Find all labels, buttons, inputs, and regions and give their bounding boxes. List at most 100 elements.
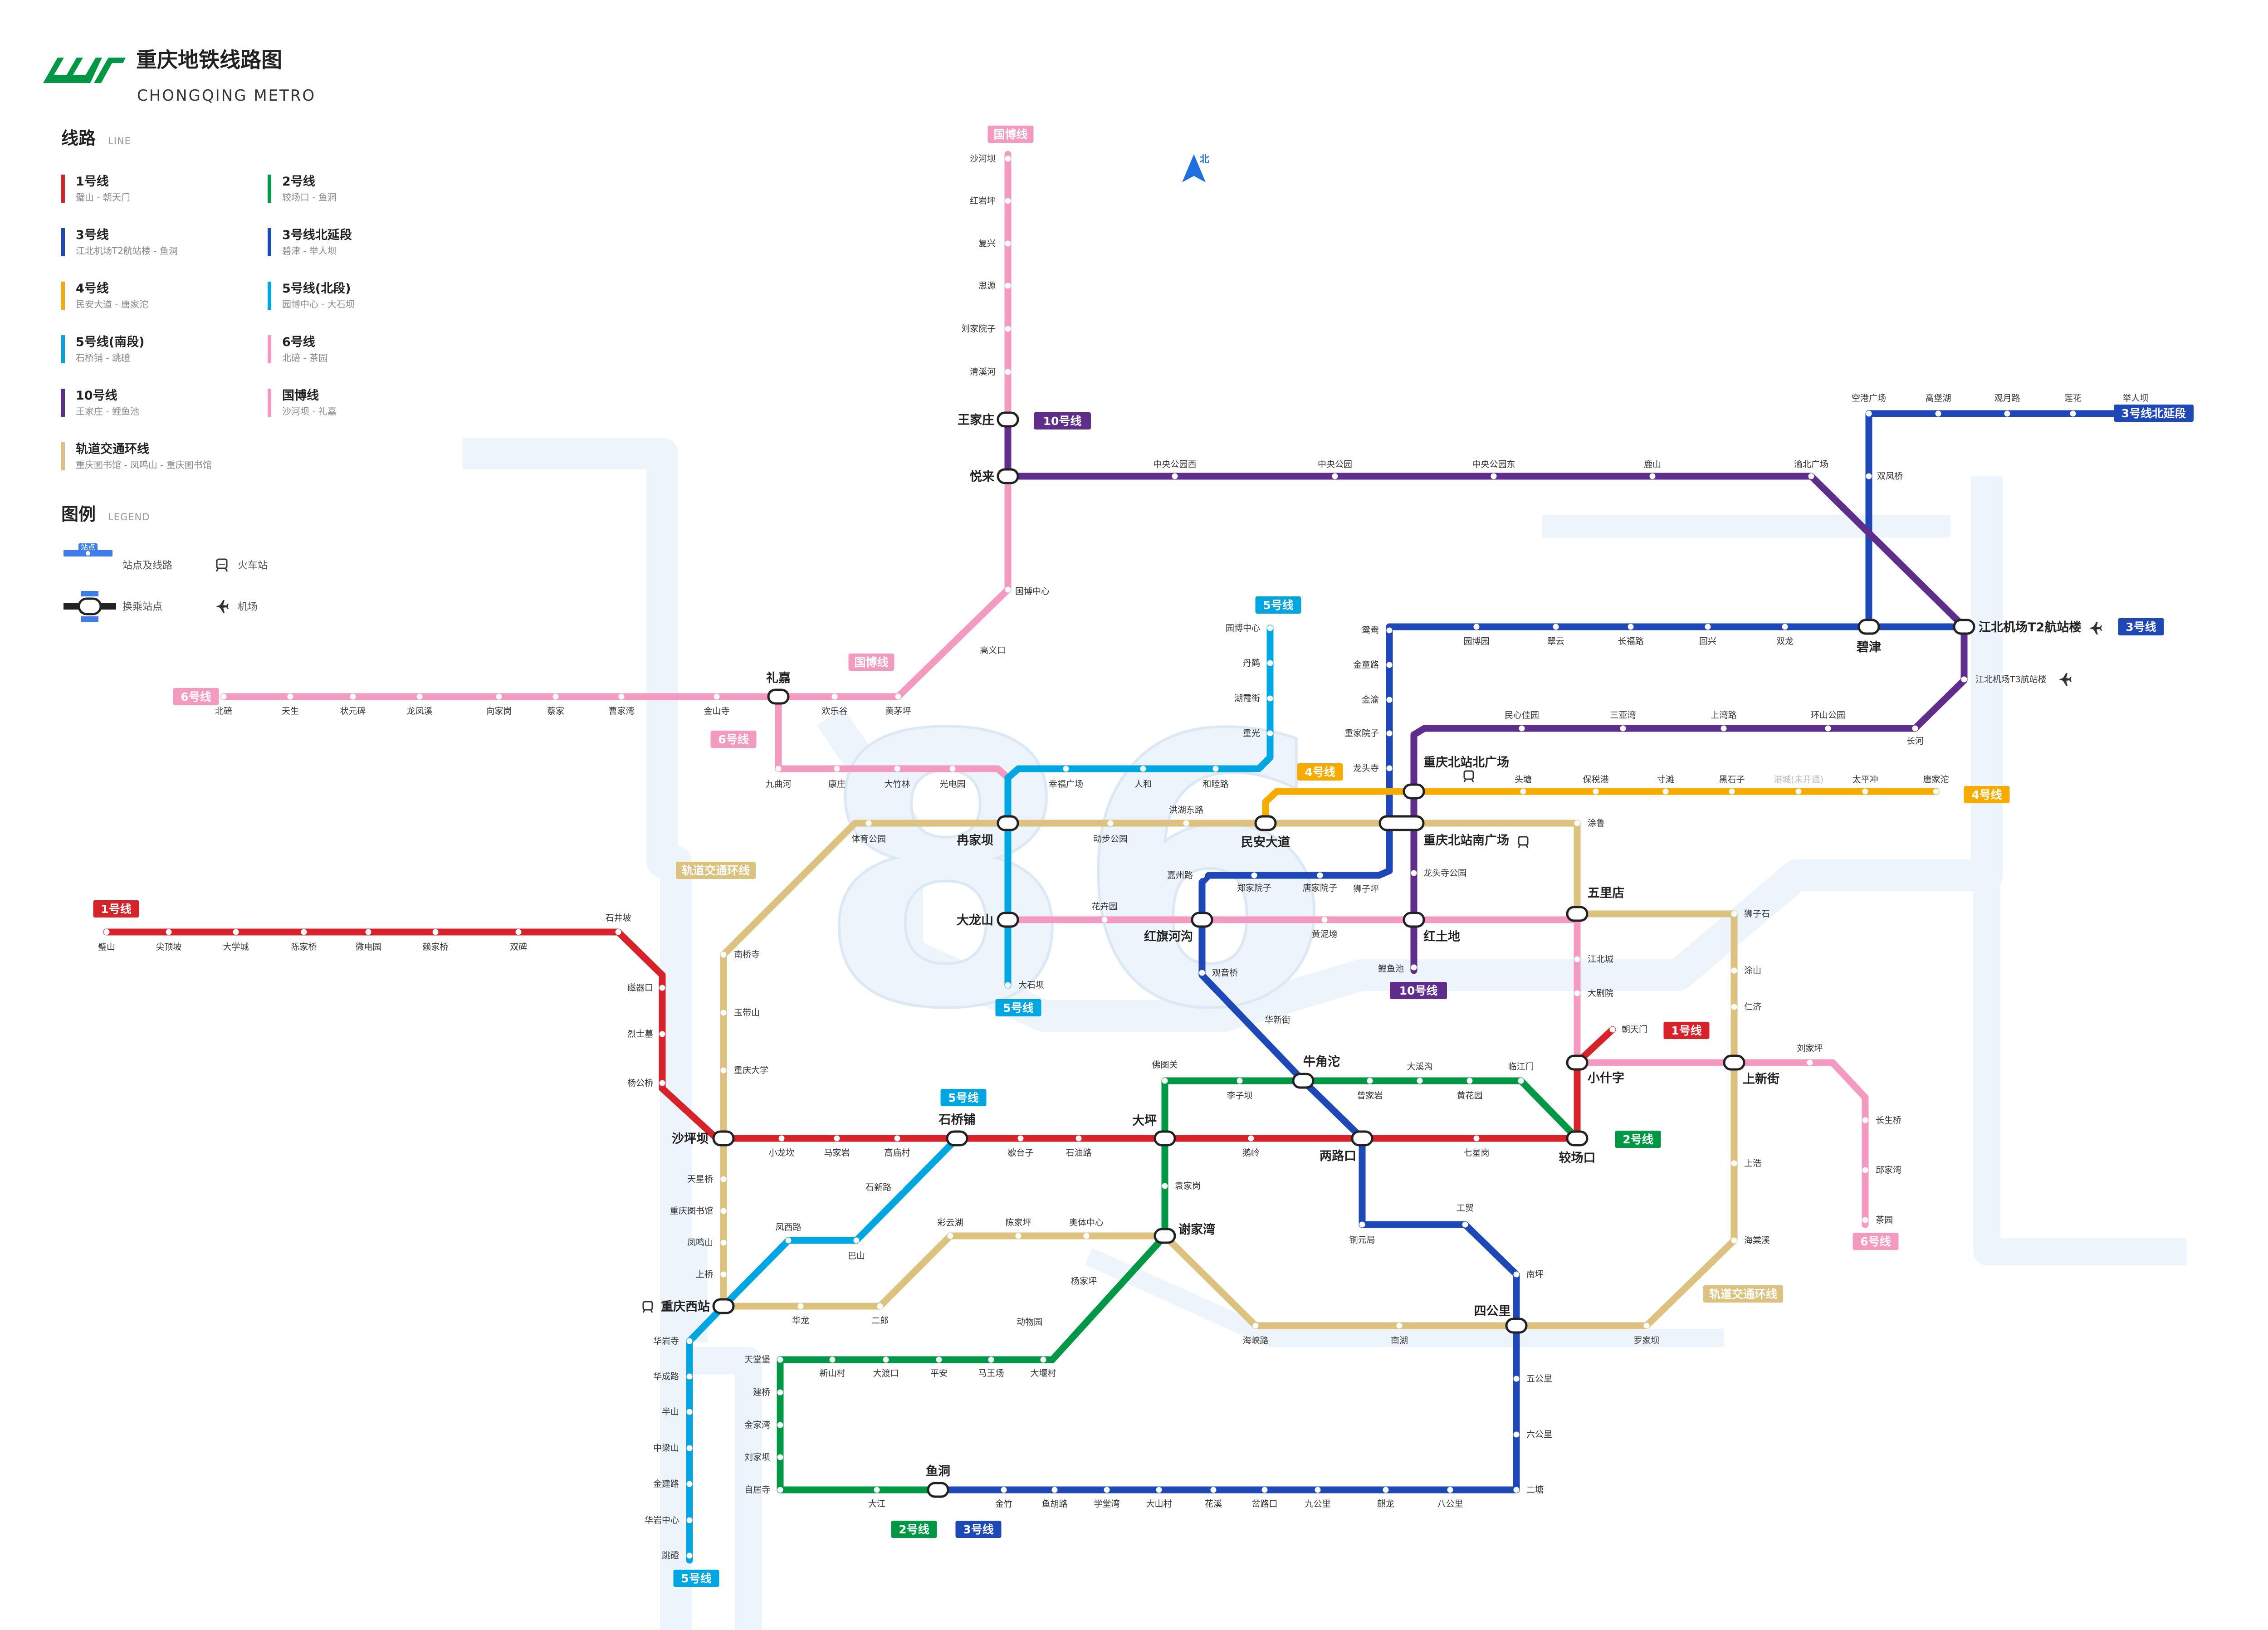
transfer-station[interactable] bbox=[927, 1482, 949, 1498]
station-dot[interactable] bbox=[287, 693, 293, 700]
station-dot[interactable] bbox=[1574, 820, 1580, 826]
station-dot[interactable] bbox=[1386, 662, 1393, 668]
station-dot[interactable] bbox=[1199, 872, 1205, 878]
station-dot[interactable] bbox=[988, 1357, 994, 1363]
station-dot[interactable] bbox=[1518, 1078, 1524, 1084]
transfer-station[interactable] bbox=[1723, 1054, 1745, 1071]
station-dot[interactable] bbox=[301, 929, 307, 935]
station-dot[interactable] bbox=[1107, 820, 1114, 826]
transfer-station[interactable] bbox=[997, 912, 1019, 928]
station-dot[interactable] bbox=[686, 1445, 693, 1451]
station-dot[interactable] bbox=[1252, 1323, 1259, 1329]
station-dot[interactable] bbox=[1649, 473, 1656, 479]
station-dot[interactable] bbox=[615, 929, 621, 935]
station-dot[interactable] bbox=[686, 1517, 693, 1523]
transfer-station[interactable] bbox=[1154, 1228, 1176, 1244]
station-dot[interactable] bbox=[1005, 982, 1011, 988]
station-dot[interactable] bbox=[1731, 1160, 1737, 1166]
station-dot[interactable] bbox=[496, 693, 502, 700]
station-dot[interactable] bbox=[1386, 886, 1393, 892]
station-dot[interactable] bbox=[1782, 624, 1788, 630]
station-dot[interactable] bbox=[883, 1357, 889, 1363]
station-dot[interactable] bbox=[720, 1067, 727, 1074]
station-dot[interactable] bbox=[720, 1240, 727, 1246]
transfer-station[interactable] bbox=[767, 688, 790, 705]
station-dot[interactable] bbox=[1411, 964, 1417, 971]
station-dot[interactable] bbox=[1183, 820, 1189, 826]
station-dot[interactable] bbox=[1574, 956, 1580, 962]
station-dot[interactable] bbox=[659, 1080, 665, 1086]
station-dot[interactable] bbox=[1866, 410, 1872, 417]
station-dot[interactable] bbox=[1005, 240, 1011, 247]
station-dot[interactable] bbox=[947, 1233, 953, 1239]
station-dot[interactable] bbox=[1447, 1487, 1453, 1493]
station-dot[interactable] bbox=[1721, 725, 1727, 732]
station-dot[interactable] bbox=[1005, 369, 1011, 375]
station-dot[interactable] bbox=[1162, 1183, 1168, 1189]
station-dot[interactable] bbox=[720, 1271, 727, 1278]
station-dot[interactable] bbox=[1473, 624, 1480, 630]
station-dot[interactable] bbox=[1210, 1487, 1217, 1493]
station-dot[interactable] bbox=[220, 693, 227, 700]
station-dot[interactable] bbox=[714, 693, 720, 700]
transfer-station[interactable] bbox=[1566, 1054, 1589, 1071]
station-dot[interactable] bbox=[1731, 1004, 1737, 1010]
station-dot[interactable] bbox=[1317, 872, 1323, 878]
station-dot[interactable] bbox=[1075, 1135, 1082, 1142]
station-dot[interactable] bbox=[1005, 326, 1011, 332]
station-dot[interactable] bbox=[894, 766, 900, 772]
station-dot[interactable] bbox=[775, 766, 782, 772]
station-dot[interactable] bbox=[1473, 1135, 1480, 1142]
station-dot[interactable] bbox=[1321, 917, 1328, 923]
station-dot[interactable] bbox=[1386, 730, 1393, 737]
station-dot[interactable] bbox=[2070, 410, 2076, 417]
station-dot[interactable] bbox=[1935, 410, 1941, 417]
transfer-station[interactable] bbox=[1953, 619, 1975, 635]
station-dot[interactable] bbox=[1267, 695, 1273, 702]
station-dot[interactable] bbox=[1367, 1078, 1373, 1084]
station-dot[interactable] bbox=[1001, 1487, 1007, 1493]
station-dot[interactable] bbox=[1620, 725, 1626, 732]
station-dot[interactable] bbox=[1049, 1319, 1056, 1325]
station-dot[interactable] bbox=[1519, 725, 1525, 732]
station-dot[interactable] bbox=[1015, 1233, 1022, 1239]
station-dot[interactable] bbox=[1005, 198, 1011, 204]
station-dot[interactable] bbox=[659, 1031, 665, 1037]
station-dot[interactable] bbox=[1101, 917, 1108, 923]
station-dot[interactable] bbox=[834, 766, 840, 772]
transfer-station[interactable] bbox=[997, 411, 1019, 428]
station-dot[interactable] bbox=[1237, 1078, 1243, 1084]
transfer-station[interactable] bbox=[712, 1130, 735, 1147]
transfer-station[interactable] bbox=[1351, 1130, 1374, 1147]
station-dot[interactable] bbox=[166, 929, 172, 935]
station-dot[interactable] bbox=[1261, 1487, 1268, 1493]
station-dot[interactable] bbox=[797, 1303, 804, 1309]
station-dot[interactable] bbox=[1251, 872, 1257, 878]
station-dot[interactable] bbox=[1156, 1487, 1162, 1493]
station-dot[interactable] bbox=[1961, 676, 1967, 683]
station-dot[interactable] bbox=[103, 929, 110, 935]
station-dot[interactable] bbox=[1383, 1487, 1389, 1493]
transfer-station[interactable] bbox=[1292, 1073, 1315, 1089]
station-dot[interactable] bbox=[936, 1357, 942, 1363]
transfer-station[interactable] bbox=[1254, 815, 1277, 831]
transfer-station[interactable] bbox=[997, 468, 1019, 484]
station-dot[interactable] bbox=[1040, 1357, 1046, 1363]
station-dot[interactable] bbox=[1628, 624, 1634, 630]
station-dot[interactable] bbox=[233, 929, 239, 935]
station-dot[interactable] bbox=[1063, 766, 1069, 772]
station-dot[interactable] bbox=[1315, 1487, 1321, 1493]
station-dot[interactable] bbox=[416, 693, 423, 700]
station-dot[interactable] bbox=[365, 929, 371, 935]
station-dot[interactable] bbox=[1199, 970, 1205, 976]
station-dot[interactable] bbox=[686, 1409, 693, 1415]
station-dot[interactable] bbox=[1248, 1135, 1254, 1142]
station-dot[interactable] bbox=[1866, 473, 1872, 479]
station-dot[interactable] bbox=[720, 1010, 727, 1016]
station-dot[interactable] bbox=[877, 1303, 883, 1309]
station-dot[interactable] bbox=[720, 952, 727, 958]
station-dot[interactable] bbox=[894, 1135, 900, 1142]
station-dot[interactable] bbox=[895, 693, 901, 700]
transfer-station[interactable] bbox=[1378, 815, 1425, 831]
station-dot[interactable] bbox=[1005, 156, 1011, 162]
